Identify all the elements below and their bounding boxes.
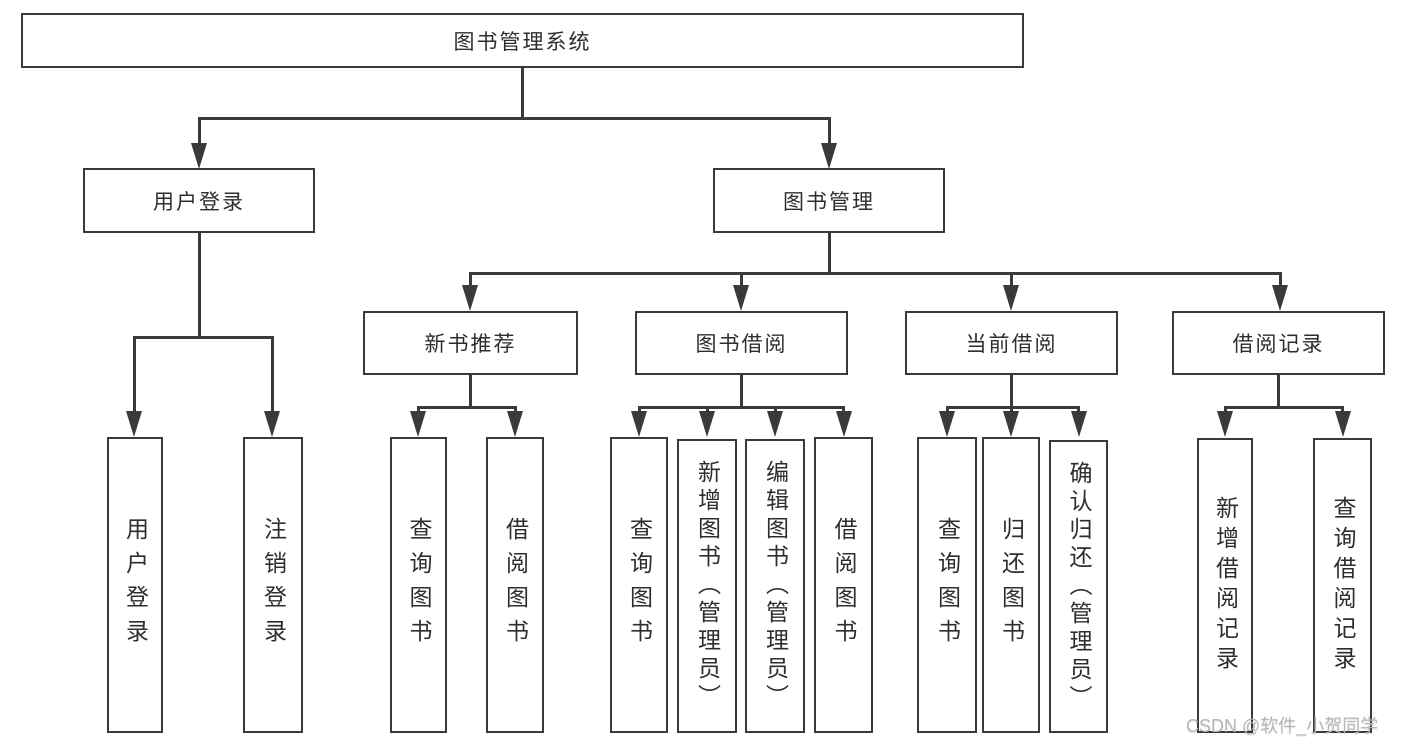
node-borrowing-records-label: 借阅记录 bbox=[1232, 333, 1325, 356]
leaf-query-books-borrowing-label: 查询图书 bbox=[626, 517, 653, 653]
connector-line bbox=[197, 233, 201, 339]
connector-line bbox=[637, 406, 641, 415]
leaf-add-book-admin-label: 新增图书（管理员） bbox=[694, 460, 721, 712]
connector-line bbox=[1009, 272, 1013, 288]
connector-arrow-down bbox=[126, 411, 142, 437]
connector-line bbox=[197, 117, 201, 147]
node-new-book-recommend: 新书推荐 bbox=[363, 311, 578, 375]
connector-line bbox=[270, 336, 274, 414]
leaf-confirm-return-admin: 确认归还（管理员） bbox=[1049, 440, 1108, 733]
node-book-management-label: 图书管理 bbox=[783, 190, 875, 214]
leaf-query-books-current-label: 查询图书 bbox=[934, 517, 961, 653]
leaf-query-books-recommend: 查询图书 bbox=[390, 437, 447, 733]
connector-line bbox=[1341, 406, 1344, 415]
node-current-borrowing: 当前借阅 bbox=[905, 311, 1118, 375]
connector-line bbox=[1009, 375, 1013, 409]
connector-line bbox=[197, 117, 831, 120]
node-book-borrowing: 图书借阅 bbox=[635, 311, 848, 375]
connector-arrow-down bbox=[1003, 285, 1019, 311]
connector-arrow-down bbox=[821, 143, 837, 169]
node-new-book-recommend-label: 新书推荐 bbox=[424, 333, 517, 356]
connector-line bbox=[739, 375, 743, 409]
node-root-label: 图书管理系统 bbox=[453, 30, 592, 54]
connector-arrow-down bbox=[462, 285, 478, 311]
connector-line bbox=[1276, 375, 1280, 409]
node-root: 图书管理系统 bbox=[21, 13, 1024, 68]
connector-line bbox=[468, 272, 1282, 275]
leaf-return-book-label: 归还图书 bbox=[998, 517, 1025, 653]
watermark: CSDN @软件_小贺同学 bbox=[1186, 716, 1379, 736]
connector-line bbox=[132, 336, 136, 414]
leaf-add-book-admin: 新增图书（管理员） bbox=[677, 439, 737, 733]
leaf-borrow-books-borrowing-label: 借阅图书 bbox=[831, 517, 857, 653]
leaf-edit-book-admin-label: 编辑图书（管理员） bbox=[762, 460, 789, 712]
connector-arrow-down bbox=[264, 411, 280, 437]
leaf-query-borrow-record-label: 查询借阅记录 bbox=[1330, 495, 1356, 676]
leaf-edit-book-admin: 编辑图书（管理员） bbox=[745, 439, 805, 733]
leaf-confirm-return-admin-label: 确认归还（管理员） bbox=[1066, 460, 1092, 713]
connector-arrow-down bbox=[767, 411, 783, 437]
connector-line bbox=[520, 68, 524, 119]
connector-line bbox=[468, 375, 472, 409]
leaf-user-login: 用户登录 bbox=[107, 437, 163, 733]
leaf-borrow-books-borrowing: 借阅图书 bbox=[814, 437, 873, 733]
leaf-query-books-borrowing: 查询图书 bbox=[610, 437, 668, 733]
connector-arrow-down bbox=[733, 285, 749, 311]
leaf-query-borrow-record: 查询借阅记录 bbox=[1313, 438, 1372, 733]
connector-arrow-down bbox=[1272, 285, 1288, 311]
leaf-borrow-books-recommend: 借阅图书 bbox=[486, 437, 544, 733]
connector-line bbox=[416, 406, 517, 409]
connector-line bbox=[827, 233, 831, 275]
connector-arrow-down bbox=[507, 411, 523, 437]
connector-arrow-down bbox=[699, 411, 715, 437]
leaf-query-books-current: 查询图书 bbox=[917, 437, 977, 733]
leaf-logout-label: 注销登录 bbox=[260, 517, 287, 653]
connector-line bbox=[1278, 272, 1282, 288]
connector-arrow-down bbox=[191, 143, 207, 169]
node-borrowing-records: 借阅记录 bbox=[1172, 311, 1385, 375]
connector-line bbox=[1223, 406, 1344, 409]
connector-arrow-down bbox=[1003, 411, 1019, 437]
connector-line bbox=[416, 406, 420, 415]
node-book-management: 图书管理 bbox=[713, 168, 945, 233]
connector-line bbox=[945, 406, 949, 415]
leaf-return-book: 归还图书 bbox=[982, 437, 1040, 733]
connector-arrow-down bbox=[1217, 411, 1233, 437]
connector-line bbox=[705, 406, 709, 415]
connector-line bbox=[773, 406, 777, 415]
connector-arrow-down bbox=[1070, 411, 1087, 437]
connector-arrow-down bbox=[410, 411, 426, 437]
connector-line bbox=[1009, 406, 1013, 415]
connector-arrow-down bbox=[939, 411, 955, 437]
node-book-borrowing-label: 图书借阅 bbox=[695, 333, 788, 356]
node-user-login-label: 用户登录 bbox=[153, 190, 245, 214]
node-user-login: 用户登录 bbox=[83, 168, 315, 233]
node-current-borrowing-label: 当前借阅 bbox=[965, 333, 1058, 356]
connector-line bbox=[132, 336, 274, 339]
leaf-add-borrow-record: 新增借阅记录 bbox=[1197, 438, 1253, 733]
connector-line bbox=[842, 406, 845, 415]
connector-arrow-down bbox=[631, 411, 647, 437]
leaf-add-borrow-record-label: 新增借阅记录 bbox=[1212, 495, 1239, 676]
connector-line bbox=[513, 406, 517, 415]
leaf-logout: 注销登录 bbox=[243, 437, 303, 733]
leaf-borrow-books-recommend-label: 借阅图书 bbox=[502, 517, 529, 653]
connector-arrow-down bbox=[1334, 411, 1351, 437]
connector-line bbox=[1223, 406, 1227, 415]
connector-line bbox=[1077, 406, 1080, 415]
connector-line bbox=[739, 272, 743, 288]
connector-arrow-down bbox=[835, 411, 852, 437]
connector-line bbox=[827, 117, 831, 147]
leaf-query-books-recommend-label: 查询图书 bbox=[406, 517, 432, 653]
leaf-user-login-label: 用户登录 bbox=[122, 517, 149, 653]
connector-line bbox=[468, 272, 472, 288]
connector-line bbox=[637, 406, 845, 409]
